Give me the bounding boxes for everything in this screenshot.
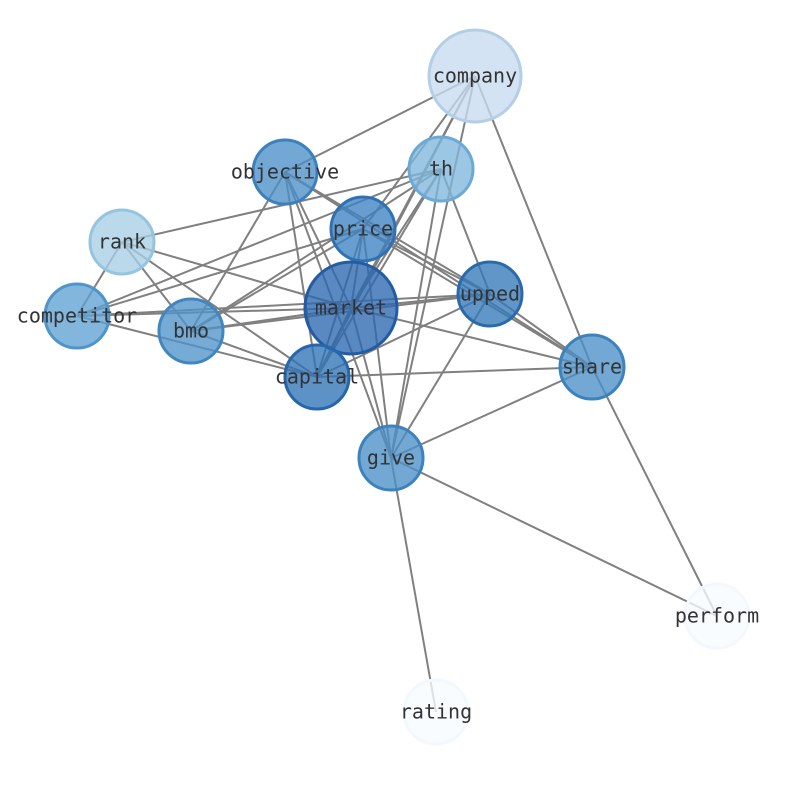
node-label-capital: capital — [275, 365, 359, 389]
node-label-give: give — [367, 446, 415, 470]
node-label-objective: objective — [231, 160, 339, 184]
node-circle-bmo — [157, 297, 225, 365]
edge-share-perform — [591, 366, 718, 617]
node-th: th — [407, 135, 475, 203]
edge-company-share — [474, 75, 593, 368]
node-bmo: bmo — [157, 297, 225, 365]
node-capital: capital — [275, 343, 359, 411]
node-label-upped: upped — [460, 282, 520, 306]
node-rank: rank — [88, 208, 156, 276]
node-label-bmo: bmo — [173, 319, 209, 343]
node-company: company — [427, 28, 523, 124]
edge-capital-share — [316, 366, 593, 378]
edges-layer — [76, 75, 718, 713]
node-circle-competitor — [43, 282, 111, 350]
edge-th-give — [390, 168, 442, 459]
nodes-layer: company objective th rank price market upped co… — [17, 28, 759, 746]
edge-price-competitor — [76, 228, 364, 317]
edge-objective-share — [284, 171, 593, 368]
node-circle-upped — [456, 260, 524, 328]
node-circle-price — [329, 195, 397, 263]
node-circle-objective — [251, 138, 319, 206]
node-label-price: price — [333, 217, 393, 241]
edge-share-give — [390, 366, 593, 459]
node-circle-capital — [283, 343, 351, 411]
edge-competitor-upped — [76, 293, 491, 317]
edge-th-bmo — [190, 168, 442, 332]
node-label-market: market — [315, 296, 387, 320]
node-label-share: share — [562, 355, 622, 379]
node-objective: objective — [231, 138, 339, 206]
node-circle-market — [303, 260, 399, 356]
edge-th-rank — [121, 168, 442, 243]
node-circle-rank — [88, 208, 156, 276]
node-label-rating: rating — [400, 700, 472, 724]
node-label-competitor: competitor — [17, 304, 137, 328]
node-circle-rating — [402, 678, 470, 746]
node-competitor: competitor — [17, 282, 137, 350]
node-label-company: company — [433, 64, 517, 88]
node-circle-th — [407, 135, 475, 203]
node-circle-share — [558, 333, 626, 401]
node-perform: perform — [675, 582, 759, 650]
node-upped: upped — [456, 260, 524, 328]
edge-rank-capital — [121, 241, 318, 378]
node-label-perform: perform — [675, 604, 759, 628]
edge-th-competitor — [76, 168, 442, 317]
node-share: share — [558, 333, 626, 401]
node-circle-company — [427, 28, 523, 124]
node-circle-give — [357, 424, 425, 492]
node-market: market — [303, 260, 399, 356]
node-label-th: th — [429, 157, 453, 181]
node-price: price — [329, 195, 397, 263]
edge-give-perform — [390, 457, 718, 617]
node-circle-perform — [683, 582, 751, 650]
edge-give-rating — [390, 457, 437, 713]
edge-objective-capital — [284, 171, 318, 378]
node-label-rank: rank — [98, 230, 146, 254]
node-rating: rating — [400, 678, 472, 746]
node-give: give — [357, 424, 425, 492]
